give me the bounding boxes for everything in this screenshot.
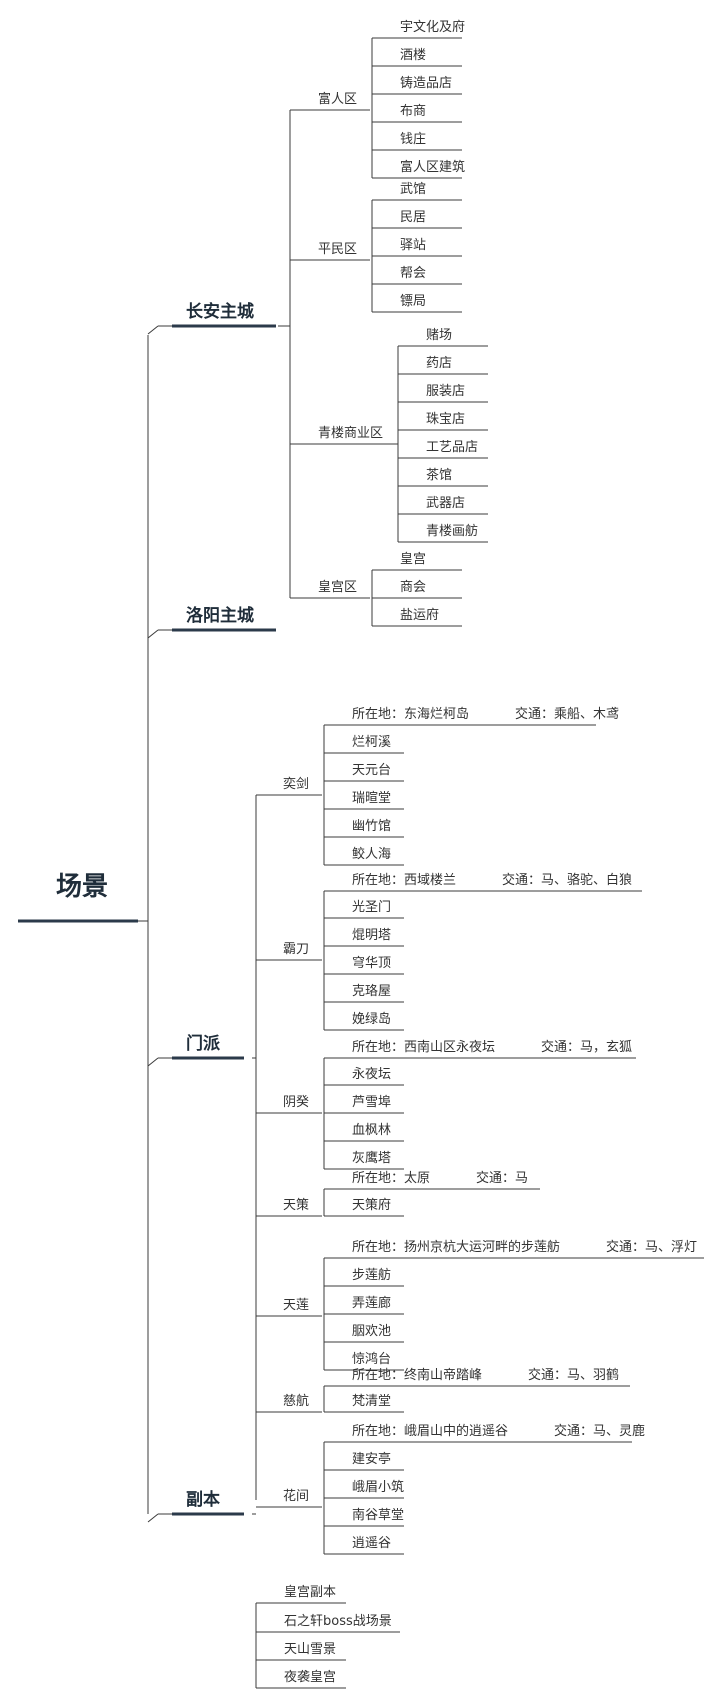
changan-huangGong-label: 皇宫区 [318,580,358,595]
leaf-item: 药店 [426,356,453,371]
location-info: 所在地：峨眉山中的逍遥谷 [352,1424,509,1439]
leaf-item: 盐运府 [400,608,440,623]
branch-elbow [147,1513,159,1523]
traffic-info: 交通：马、骆驼、白狼 [502,873,633,888]
leaf-item: 永夜坛 [352,1067,392,1082]
main-branch-changan: 长安主城 [186,302,254,322]
changan-fuRen-label: 富人区 [318,92,358,107]
menpai-tiance-label: 天策 [283,1198,310,1213]
leaf-item: 光圣门 [352,900,392,915]
leaf-item: 石之轩boss战场景 [284,1614,392,1629]
changan-pingMin-label: 平民区 [318,242,358,257]
leaf-item: 娩绿岛 [352,1012,392,1027]
leaf-item: 工艺品店 [426,440,479,455]
leaf-item: 青楼画舫 [426,524,479,539]
leaf-item: 天元台 [352,763,392,778]
traffic-info: 交通：马，玄狐 [541,1040,633,1055]
leaf-item: 夜袭皇宫 [284,1670,337,1685]
leaf-item: 铸造品店 [400,76,453,91]
menpai-cihang-label: 慈航 [283,1394,310,1409]
menpai-tianlian-label: 天莲 [283,1298,310,1313]
leaf-item: 酒楼 [400,48,427,63]
leaf-item: 赌场 [426,328,453,343]
leaf-item: 克珞屋 [352,984,392,999]
location-info: 所在地：终南山帝踏峰 [352,1368,483,1383]
traffic-info: 交通：马、浮灯 [606,1240,698,1255]
leaf-item: 建安亭 [352,1452,392,1467]
leaf-item: 武器店 [426,496,466,511]
leaf-item: 民居 [400,210,427,225]
menpai-yinkui-label: 阴癸 [283,1095,310,1110]
leaf-item: 穹华顶 [352,956,392,971]
leaf-item: 皇宫副本 [284,1585,337,1600]
branch-elbow [147,629,159,639]
traffic-info: 交通：乘船、木鸢 [515,707,620,722]
location-info: 所在地：东海烂柯岛 [352,707,470,722]
leaf-item: 商会 [400,580,427,595]
leaf-item: 武馆 [400,182,427,197]
leaf-item: 富人区建筑 [400,160,466,175]
menpai-huajian-label: 花间 [283,1489,310,1504]
leaf-item: 天山雪景 [284,1642,337,1657]
changan-qingLou-label: 青楼商业区 [318,426,384,441]
leaf-item: 南谷草堂 [352,1508,405,1523]
leaf-item: 天策府 [352,1198,392,1213]
leaf-item: 皇宫 [400,552,427,567]
location-info: 所在地：西南山区永夜坛 [352,1040,496,1055]
leaf-item: 布商 [400,104,427,119]
traffic-info: 交通：马 [476,1171,529,1186]
leaf-item: 胭欢池 [352,1324,392,1339]
branch-elbow [147,1057,159,1067]
location-info: 所在地：扬州京杭大运河畔的步莲舫 [352,1240,561,1255]
leaf-item: 步莲舫 [352,1268,392,1283]
leaf-item: 幽竹馆 [352,819,392,834]
branch-elbow [147,325,159,335]
leaf-item: 帮会 [400,266,427,281]
traffic-info: 交通：马、羽鹤 [528,1368,620,1383]
main-branch-fuben: 副本 [186,1490,220,1510]
menpai-yijian-label: 奕剑 [283,777,310,792]
leaf-item: 钱庄 [400,132,427,147]
leaf-item: 镖局 [400,294,427,309]
leaf-item: 逍遥谷 [352,1536,392,1551]
leaf-item: 弄莲廊 [352,1296,392,1311]
leaf-item: 惊鸿台 [352,1352,392,1367]
leaf-item: 宇文化及府 [400,20,466,35]
main-branch-luoyang: 洛阳主城 [186,606,254,626]
location-info: 所在地：太原 [352,1171,431,1186]
leaf-item: 梵清堂 [352,1394,392,1409]
leaf-item: 驿站 [400,238,427,253]
leaf-item: 血枫林 [352,1123,392,1138]
location-info: 所在地：西域楼兰 [352,873,457,888]
leaf-item: 焜明塔 [352,928,392,943]
leaf-item: 峨眉小筑 [352,1480,405,1495]
menpai-badao-label: 霸刀 [283,942,310,957]
leaf-item: 烂柯溪 [352,735,392,750]
leaf-item: 鲛人海 [352,847,392,862]
leaf-item: 服装店 [426,384,466,399]
main-branch-menpai: 门派 [186,1034,220,1054]
leaf-item: 芦雪埠 [352,1095,392,1110]
traffic-info: 交通：马、灵鹿 [554,1424,646,1439]
leaf-item: 瑞暄堂 [352,791,392,806]
leaf-item: 珠宝店 [426,412,466,427]
leaf-item: 茶馆 [426,468,453,483]
root-node-label: 场景 [56,872,109,902]
leaf-item: 灰鹰塔 [352,1151,392,1166]
